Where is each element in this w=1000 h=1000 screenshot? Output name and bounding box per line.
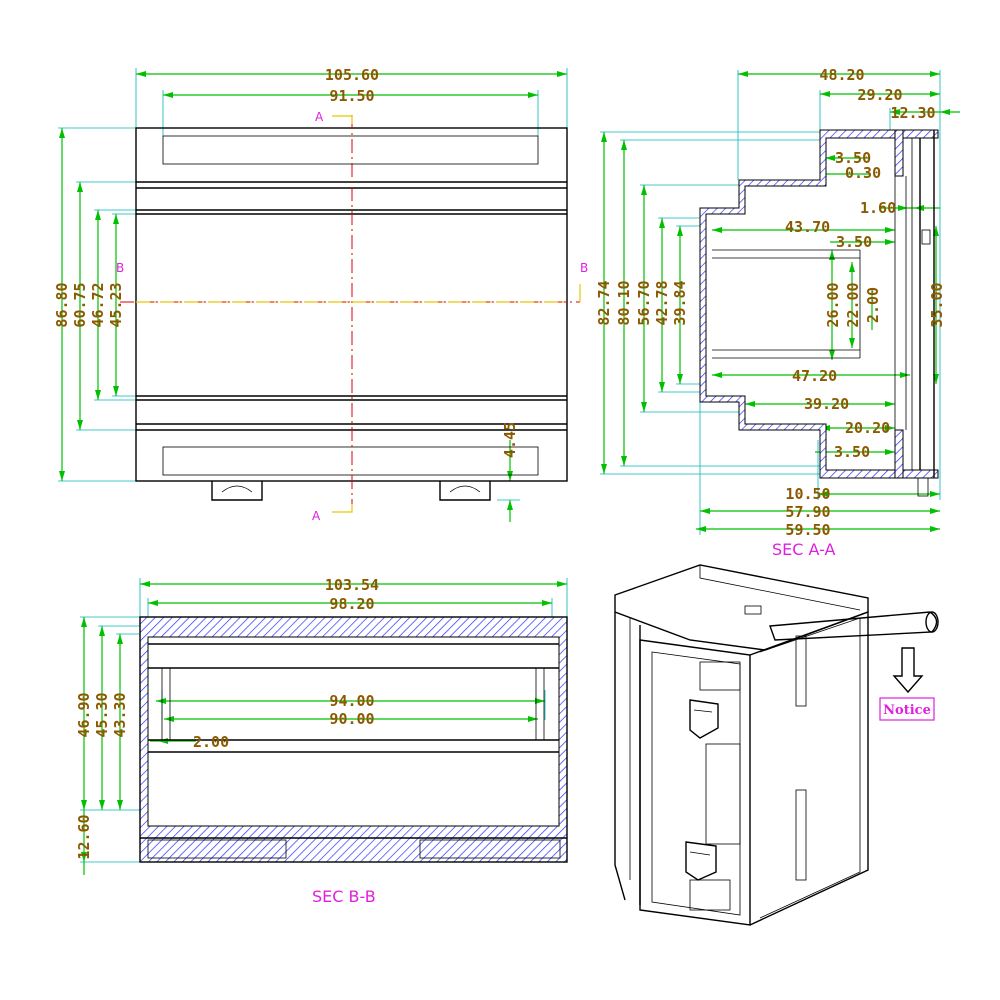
a-dim-d13: 3.50 (834, 443, 870, 461)
a-dim-h4: 42.78 (653, 280, 671, 325)
section-b-b: 103.54 98.20 94.00 90.00 2.00 46.90 45.3… (75, 576, 568, 906)
section-mark-b-right: B (580, 261, 588, 275)
b-dim-w2: 98.20 (329, 595, 374, 613)
a-dim-w2: 29.20 (857, 86, 902, 104)
a-dim-w1: 48.20 (819, 66, 864, 84)
a-dim-d7: 22.00 (844, 282, 862, 327)
dim-h2: 60.75 (71, 282, 89, 327)
b-dim-h4: 12.60 (75, 814, 93, 859)
a-dim-b1: 10.50 (785, 485, 830, 503)
a-dim-w3: 12.30 (890, 104, 935, 122)
dim-h1: 86.80 (53, 282, 71, 327)
b-dim-h1: 46.90 (75, 692, 93, 737)
a-dim-d3: 1.60 (860, 199, 896, 217)
b-dim-h2: 45.30 (93, 692, 111, 737)
a-dim-h1: 82.74 (595, 280, 613, 325)
iso-view: Notice (614, 564, 939, 926)
b-dim-w1: 103.54 (325, 576, 379, 594)
a-dim-d6: 26.00 (824, 282, 842, 327)
dim-overall-width: 105.60 (325, 66, 379, 84)
a-dim-d1: 3.50 (835, 149, 871, 167)
section-a-title: SEC A-A (772, 540, 836, 559)
a-dim-d8: 2.00 (864, 287, 882, 323)
dim-inner-width: 91.50 (329, 87, 374, 105)
dim-clip: 4.45 (501, 422, 519, 458)
a-dim-b2: 57.90 (785, 503, 830, 521)
a-dim-d12: 20.20 (845, 419, 890, 437)
a-dim-d2: 0.30 (845, 164, 881, 182)
a-dim-h2: 80.10 (615, 280, 633, 325)
a-dim-h5: 39.84 (671, 280, 689, 325)
b-dim-w3: 94.00 (329, 692, 374, 710)
front-view: 105.60 91.50 86.80 60.75 46.72 45.23 4.4… (53, 66, 588, 523)
a-dim-b3: 59.50 (785, 521, 830, 539)
a-dim-d10: 47.20 (792, 367, 837, 385)
section-mark-b-left: B (116, 261, 124, 275)
b-dim-h3: 43.30 (111, 692, 129, 737)
section-a-a: 48.20 29.20 12.30 3.50 0.30 1.60 43.70 3… (595, 66, 960, 559)
section-b-title: SEC B-B (312, 887, 376, 906)
b-dim-w4: 90.00 (329, 710, 374, 728)
notice-label: Notice (883, 703, 931, 718)
a-dim-d11: 39.20 (804, 395, 849, 413)
section-mark-a-bottom: A (312, 509, 321, 523)
section-mark-a-top: A (315, 110, 324, 124)
a-dim-d5: 3.50 (836, 233, 872, 251)
dim-h3: 46.72 (89, 282, 107, 327)
a-dim-d4: 43.70 (785, 218, 830, 236)
dim-h4: 45.23 (107, 282, 125, 327)
b-dim-w5: 2.00 (193, 733, 229, 751)
a-dim-d9: 35.00 (928, 282, 946, 327)
a-dim-h3: 56.70 (635, 280, 653, 325)
